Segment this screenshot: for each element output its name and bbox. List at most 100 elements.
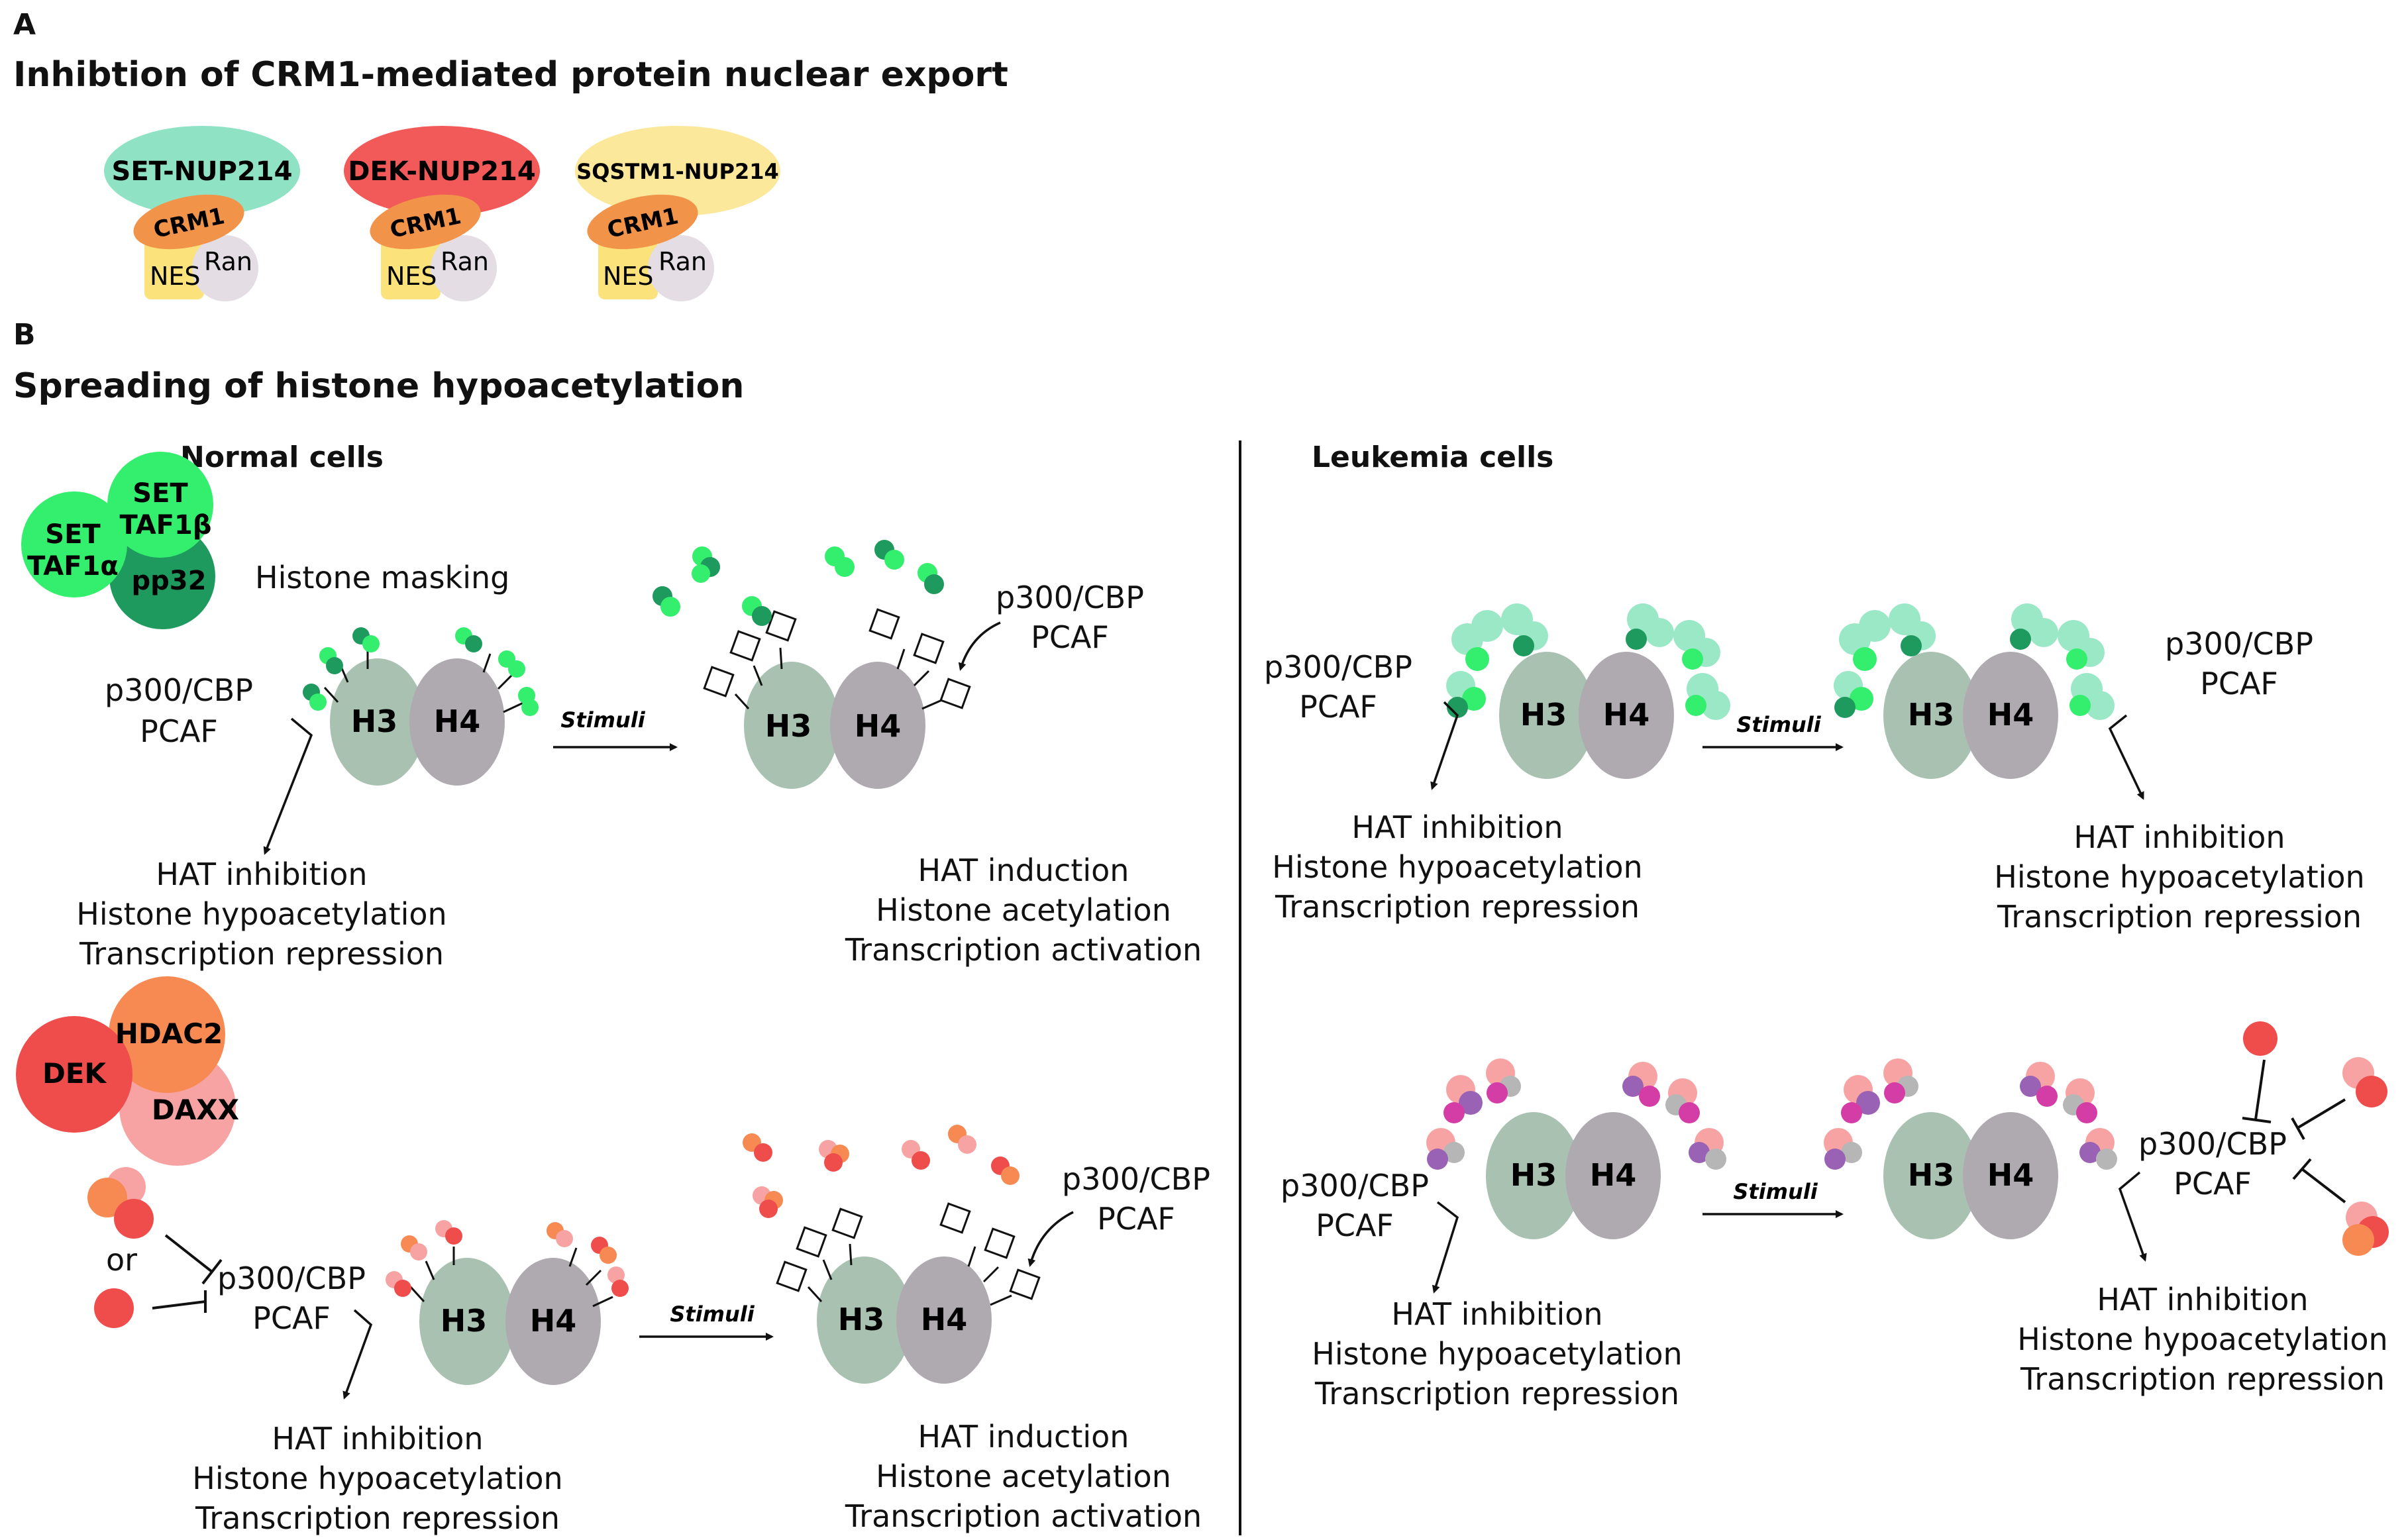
pcaf-label: PCAF <box>1316 1207 1394 1243</box>
h3-label: H3 <box>1908 1157 1955 1193</box>
released-dek-complex <box>743 1125 1020 1218</box>
fusion-ellipse <box>104 126 300 216</box>
nucleosome-leukemia-2: H3 H4 <box>1426 1058 1726 1239</box>
h4-ellipse <box>1963 1112 2058 1239</box>
inhibitor-dot <box>2356 1076 2387 1107</box>
daxx-label: DAXX <box>152 1094 239 1126</box>
nes-box <box>598 240 658 299</box>
h4-ellipse <box>830 662 925 789</box>
normal-cells-title: Normal cells <box>180 440 384 474</box>
inhibition-l3: Transcription repression <box>1275 889 1640 925</box>
p300-label: p300/CBP <box>1062 1161 1210 1197</box>
ran-circle <box>431 235 497 301</box>
inhibitor-cluster <box>87 1167 154 1328</box>
dek-cluster <box>386 1220 629 1297</box>
h4-ellipse <box>409 658 505 786</box>
histone-tail <box>807 1243 1012 1306</box>
pcaf-label: PCAF <box>1031 619 1109 655</box>
set-beta-circle <box>107 452 213 558</box>
nucleosome-leukemia-1-stimulated: H3 H4 <box>1834 603 2115 779</box>
set-cluster-dense <box>1446 603 1730 720</box>
stimuli-label: Stimuli <box>1733 1179 1818 1204</box>
inhibit-line <box>152 1290 207 1313</box>
p300-label: p300/CBP <box>217 1260 366 1296</box>
ran-circle <box>648 235 714 301</box>
fusion-ellipse <box>344 126 540 216</box>
h3-label: H3 <box>351 703 398 739</box>
fusion-label: SET-NUP214 <box>112 156 293 187</box>
p300-label: p300/CBP <box>1281 1168 1429 1204</box>
inhibitor-dot <box>87 1178 127 1217</box>
ran-label: Ran <box>441 247 489 276</box>
inhibition-l1: HAT inhibition <box>2097 1282 2308 1317</box>
acetyl-tag <box>776 1202 1041 1300</box>
pcaf-label: PCAF <box>1299 689 1377 725</box>
h3-ellipse <box>744 662 839 789</box>
inhibition-l2: Histone hypoacetylation <box>2017 1321 2387 1357</box>
panel-b-title: Spreading of histone hypoacetylation <box>13 366 744 406</box>
dek-cluster-dense <box>1426 1058 1726 1170</box>
inhibition-l3: Transcription repression <box>79 936 444 972</box>
induction-l1: HAT induction <box>918 852 1129 888</box>
leukemia-inhibitors <box>2243 1021 2389 1256</box>
induction-l2: Histone acetylation <box>876 1459 1171 1494</box>
set-cluster-dense <box>1834 603 2115 720</box>
panel-a-title: Inhibtion of CRM1-mediated protein nucle… <box>13 55 1008 95</box>
taf-alpha-label: TAF1α <box>27 551 119 582</box>
inhibitor-dot <box>2342 1224 2374 1256</box>
pcaf-label: PCAF <box>2173 1166 2252 1202</box>
histone-masking-label: Histone masking <box>255 560 509 595</box>
hat-activate-arrow <box>1027 1211 1074 1267</box>
inhibitor-dot <box>94 1288 134 1328</box>
nucleosome-normal-1-acetylated: H3 H4 <box>703 608 971 789</box>
inhibition-l2: Histone hypoacetylation <box>1312 1336 1682 1372</box>
inhibition-l1: HAT inhibition <box>2073 819 2285 855</box>
dek-hdac2-daxx-complex: HDAC2 DEK DAXX <box>16 976 239 1166</box>
h3-ellipse <box>1883 1112 1979 1239</box>
h4-label: H4 <box>1987 697 2034 733</box>
leukemia-cells-title: Leukemia cells <box>1312 440 1553 474</box>
fusion-ellipse <box>575 126 780 216</box>
acetyl-tag <box>703 608 971 709</box>
set-taf-pp32-complex: SET TAF1β SET TAF1α pp32 <box>21 452 215 629</box>
h4-label: H4 <box>921 1302 968 1337</box>
nucleosome-normal-1: H3 H4 <box>303 627 539 786</box>
hat-inhibit-arrow <box>1430 701 1459 790</box>
h3-label: H3 <box>838 1302 885 1337</box>
stimuli-label: Stimuli <box>1736 712 1821 737</box>
crm1-ellipse <box>370 194 481 250</box>
p300-label: p300/CBP <box>2138 1126 2287 1162</box>
hat-inhibit-arrow <box>342 1309 373 1400</box>
inhibition-l1: HAT inhibition <box>156 856 367 892</box>
ran-circle <box>192 235 258 301</box>
dek-circle <box>16 1016 132 1133</box>
fusion-label: DEK-NUP214 <box>348 156 535 187</box>
h4-label: H4 <box>855 708 902 744</box>
ran-label: Ran <box>658 247 707 276</box>
panel-b-letter: B <box>13 318 36 352</box>
p300-label: p300/CBP <box>105 672 253 708</box>
complex-set-nup214: SET-NUP214 CRM1 NES Ran <box>104 126 300 301</box>
h3-ellipse <box>330 658 425 786</box>
nucleosome-leukemia-1: H3 H4 <box>1446 603 1730 779</box>
nes-label: NES <box>150 262 201 291</box>
h3-ellipse <box>1486 1112 1581 1239</box>
nucleosome-normal-2: H3 H4 <box>386 1220 629 1385</box>
induction-l2: Histone acetylation <box>876 892 1171 928</box>
histone-tail <box>734 647 944 710</box>
hdac2-circle <box>109 976 225 1093</box>
h4-label: H4 <box>530 1303 577 1339</box>
inhibition-l2: Histone hypoacetylation <box>1272 849 1642 885</box>
stimuli-label: Stimuli <box>560 707 645 733</box>
nucleosome-normal-2-acetylated: H3 H4 <box>776 1202 1041 1384</box>
inhibition-l1: HAT inhibition <box>1351 809 1563 845</box>
induction-l3: Transcription activation <box>845 1498 1202 1534</box>
hat-activate-arrow <box>958 621 1001 671</box>
h3-ellipse <box>817 1257 912 1384</box>
nes-label: NES <box>603 262 654 291</box>
nes-box <box>144 240 204 299</box>
h3-ellipse <box>1883 652 1979 779</box>
h4-ellipse <box>1579 652 1674 779</box>
h4-label: H4 <box>1987 1157 2034 1193</box>
